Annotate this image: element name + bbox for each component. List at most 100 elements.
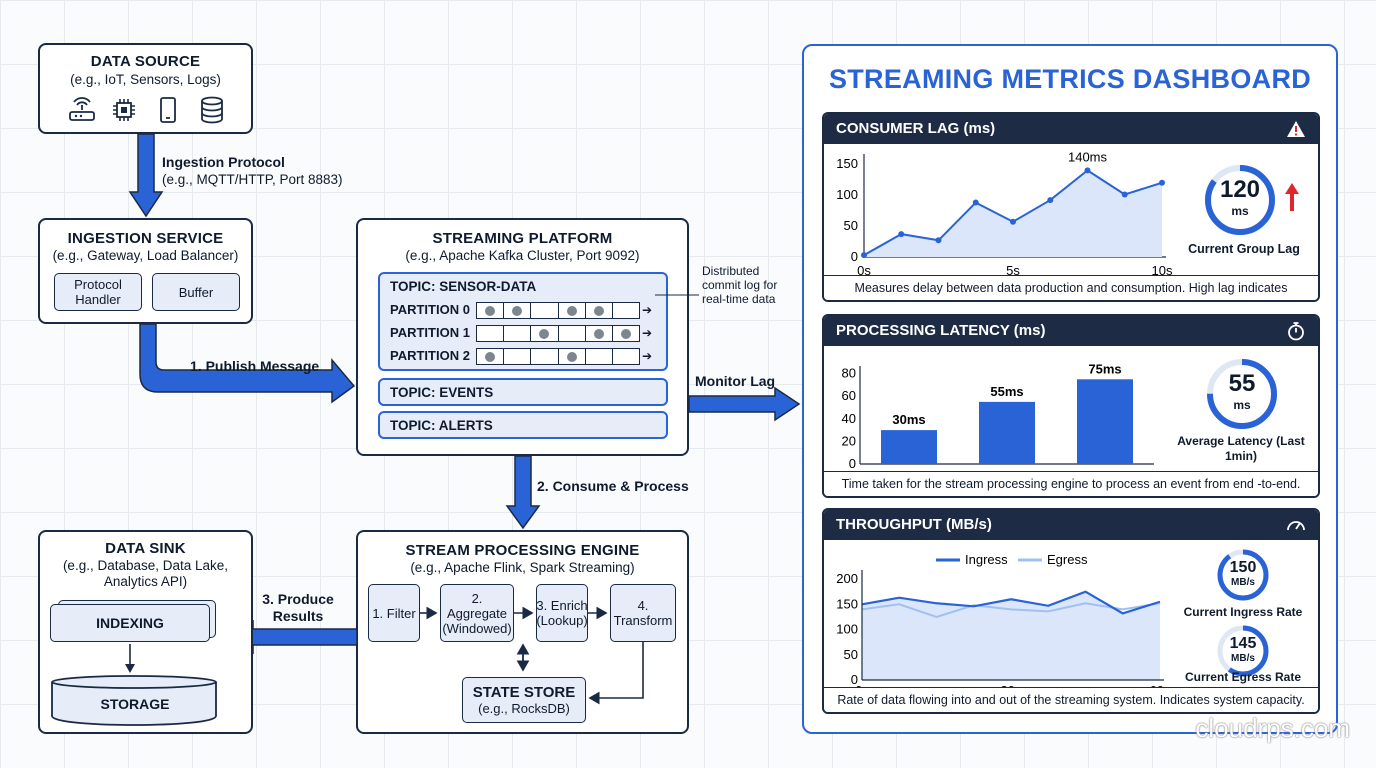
log-cell [559, 303, 586, 318]
ingestion-service-subtitle: (e.g., Gateway, Load Balancer) [52, 248, 239, 263]
arrow-up-icon [1285, 183, 1299, 211]
latency-bar [881, 430, 937, 464]
lag-point [1010, 218, 1016, 225]
throughput-footer: Rate of data flowing into and out of the… [824, 687, 1318, 712]
monitor-lag-label: Monitor Lag [695, 373, 776, 389]
streaming-platform-title: STREAMING PLATFORM [432, 230, 613, 247]
message-dot [593, 328, 604, 339]
throughput-panel: THROUGHPUT (MB/s) 0501001502000s30s60sIn… [822, 508, 1320, 714]
bar-value-label: 30ms [892, 412, 925, 427]
log-cell [586, 303, 613, 318]
y-tick-label: 40 [842, 411, 856, 426]
processing-latency-gauge: 55 ms [1206, 358, 1278, 430]
partition-1-log [476, 325, 640, 342]
x-tick-label: 10s [1152, 263, 1173, 276]
message-dot [512, 305, 523, 316]
step-filter: 1. Filter [368, 584, 420, 642]
latency-bar [979, 401, 1035, 464]
engine-flow-arrows [420, 606, 644, 705]
y-tick-label: 100 [836, 622, 858, 637]
processing-latency-header: PROCESSING LATENCY (ms) [824, 316, 1318, 346]
throughput-title: THROUGHPUT (MB/s) [836, 516, 992, 533]
step-transform: 4. Transform [610, 584, 676, 642]
topic-events: TOPIC: EVENTS [378, 378, 668, 406]
consumer-lag-gauge-value: 120 [1219, 176, 1261, 203]
processing-latency-gauge-value: 55 [1228, 370, 1256, 397]
egress-gauge-value: 145 [1229, 635, 1257, 652]
data-source-box: DATA SOURCE (e.g., IoT, Sensors, Logs) [38, 43, 253, 134]
topic-sensor-data-label: TOPIC: SENSOR-DATA [390, 279, 537, 294]
arrow-publish [139, 324, 356, 404]
indexing-node: INDEXING [50, 604, 210, 642]
ingestion-service-title: INGESTION SERVICE [67, 230, 224, 247]
topic-events-label: TOPIC: EVENTS [390, 385, 494, 400]
message-dot [593, 305, 604, 316]
throughput-header: THROUGHPUT (MB/s) [824, 510, 1318, 540]
ingress-gauge-unit: MB/s [1231, 577, 1255, 588]
x-tick-label: 60s [1150, 683, 1171, 690]
throughput-chart: 0501001502000s30s60sIngressEgress [836, 552, 1171, 690]
data-sink-subtitle: (e.g., Database, Data Lake, Analytics AP… [62, 558, 229, 589]
log-cell [586, 326, 613, 341]
publish-label: 1. Publish Message [190, 358, 320, 374]
partition-2-log [476, 348, 640, 365]
consumer-lag-gauge: 120 ms [1204, 164, 1276, 236]
y-tick-label: 150 [836, 156, 858, 171]
consumer-lag-title: CONSUMER LAG (ms) [836, 120, 996, 137]
arrow-consume [505, 456, 541, 530]
lag-point [898, 231, 905, 238]
x-tick-label: 0s [857, 263, 871, 276]
message-dot [539, 328, 550, 339]
ingress-area [862, 591, 1160, 680]
log-cell [477, 349, 505, 364]
log-cell [559, 326, 586, 341]
ingestion-protocol-sub: (e.g., MQTT/HTTP, Port 8883) [162, 172, 343, 187]
log-cell [613, 303, 639, 318]
ingestion-protocol-label: Ingestion Protocol [162, 154, 285, 170]
topic-sensor-data: TOPIC: SENSOR-DATA PARTITION 0 ➔ PARTITI… [378, 272, 668, 371]
lag-point [935, 237, 942, 244]
ingress-gauge-ring [1217, 549, 1269, 601]
partition-2-arrow-icon: ➔ [642, 349, 653, 363]
y-tick-label: 80 [842, 366, 856, 381]
y-tick-label: 150 [836, 596, 858, 611]
data-sink-box: DATA SINK (e.g., Database, Data Lake, An… [38, 530, 253, 734]
latency-bar [1077, 379, 1133, 464]
chip-icon [113, 99, 135, 121]
arrow-source-to-ingestion [128, 134, 164, 218]
bar-value-label: 55ms [990, 384, 1023, 399]
log-cell [531, 349, 559, 364]
message-dot [620, 328, 631, 339]
log-cell [586, 349, 613, 364]
log-cell [504, 349, 532, 364]
processing-latency-footer: Time taken for the stream processing eng… [824, 471, 1318, 496]
data-sink-title: DATA SINK [105, 540, 186, 557]
data-source-title: DATA SOURCE [90, 53, 201, 70]
y-tick-label: 60 [842, 388, 856, 403]
processing-latency-gauge-ring [1207, 359, 1277, 429]
log-cell [531, 303, 559, 318]
processing-latency-gauge-label: Average Latency (Last 1min) [1177, 434, 1305, 463]
log-cell [504, 326, 532, 341]
dashboard-title: STREAMING METRICS DASHBOARD [828, 64, 1312, 94]
log-cell [559, 349, 586, 364]
processing-latency-panel: PROCESSING LATENCY (ms) 02040608030msP50… [822, 314, 1320, 498]
state-store-title: STATE STORE [472, 684, 576, 701]
y-tick-label: 0 [851, 672, 858, 687]
log-cell [504, 303, 532, 318]
x-tick-label: 30s [1001, 683, 1022, 690]
ingress-gauge: 150 MB/s [1216, 548, 1270, 602]
consumer-lag-gauge-ring [1205, 165, 1275, 235]
bar-value-label: 75ms [1088, 361, 1121, 376]
ingestion-service-box: INGESTION SERVICE (e.g., Gateway, Load B… [38, 218, 253, 324]
partition-0-arrow-icon: ➔ [642, 303, 653, 317]
log-cell [613, 349, 639, 364]
y-tick-label: 0 [851, 249, 858, 264]
log-cell [613, 326, 639, 341]
lag-point [1159, 179, 1165, 186]
lag-point [1121, 191, 1128, 198]
partition-0-label: PARTITION 0 [390, 302, 470, 317]
stream-engine-box: STREAM PROCESSING ENGINE (e.g., Apache F… [356, 530, 689, 734]
storage-label: STORAGE [100, 696, 170, 712]
